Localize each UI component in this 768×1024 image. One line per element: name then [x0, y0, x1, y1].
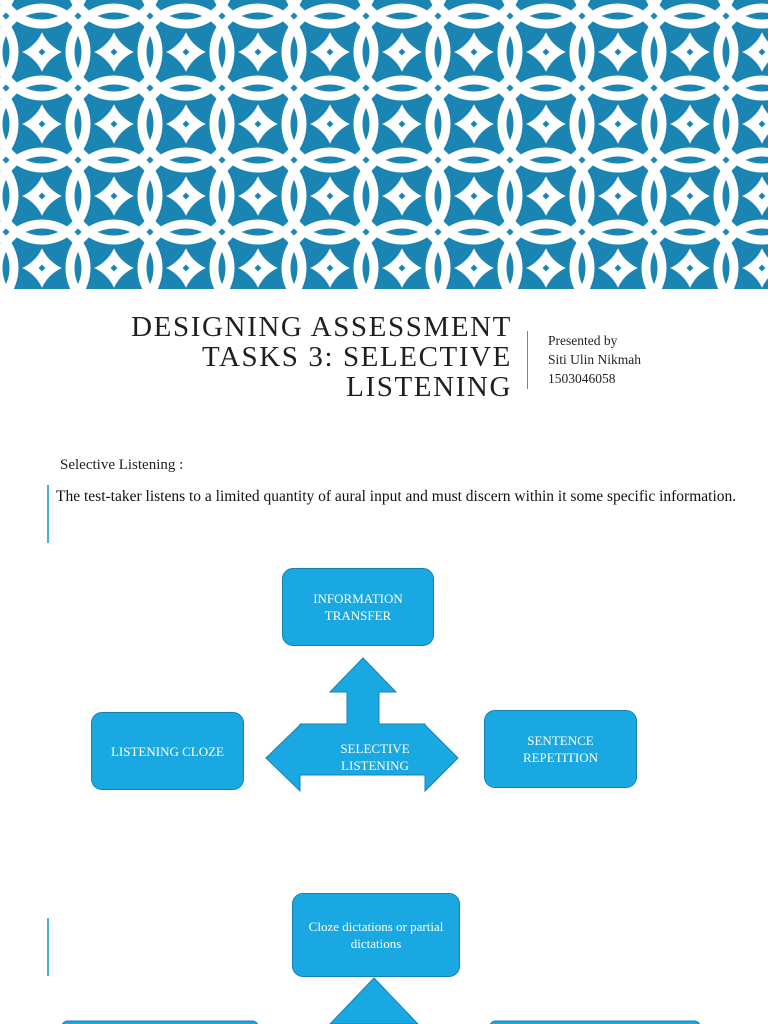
presenter-info: Presented by Siti Ulin Nikmah 1503046058 [548, 331, 641, 388]
node-cloze-dictations-label: Cloze dictations or partial dictations [308, 919, 444, 951]
title-line-2: TASKS 3: SELECTIVE [201, 341, 512, 373]
title-line-1: DESIGNING ASSESSMENT [131, 311, 512, 343]
node-sentence-repetition: SENTENCE REPETITION [484, 710, 637, 788]
title-line-3: LISTENING [346, 371, 512, 403]
center-node-label: SELECTIVE LISTENING [340, 741, 410, 773]
slide-title: DESIGNING ASSESSMENT TASKS 3: SELECTIVE … [100, 312, 512, 402]
definition-text: The test-taker listens to a limited quan… [56, 488, 737, 505]
center-arrow-shape [265, 657, 459, 793]
node-information-transfer: INFORMATION TRANSFER [282, 568, 434, 646]
presenter-name: Siti Ulin Nikmah [548, 352, 642, 367]
title-divider [527, 331, 528, 389]
node-listening-cloze-label: LISTENING CLOZE [110, 743, 224, 759]
accent-bar-2 [47, 918, 49, 976]
sub-heading: Selective Listening : [60, 457, 184, 473]
banner-pattern [0, 0, 768, 289]
presenter-id: 1503046058 [548, 371, 616, 386]
node-information-transfer-label: INFORMATION TRANSFER [313, 591, 403, 623]
node-listening-cloze: LISTENING CLOZE [91, 712, 244, 790]
decorative-banner [0, 0, 768, 289]
node-cloze-dictations: Cloze dictations or partial dictations [292, 893, 460, 977]
accent-bar [47, 485, 49, 543]
node-sentence-repetition-label: SENTENCE REPETITION [522, 733, 599, 765]
presenter-label: Presented by [548, 333, 618, 348]
